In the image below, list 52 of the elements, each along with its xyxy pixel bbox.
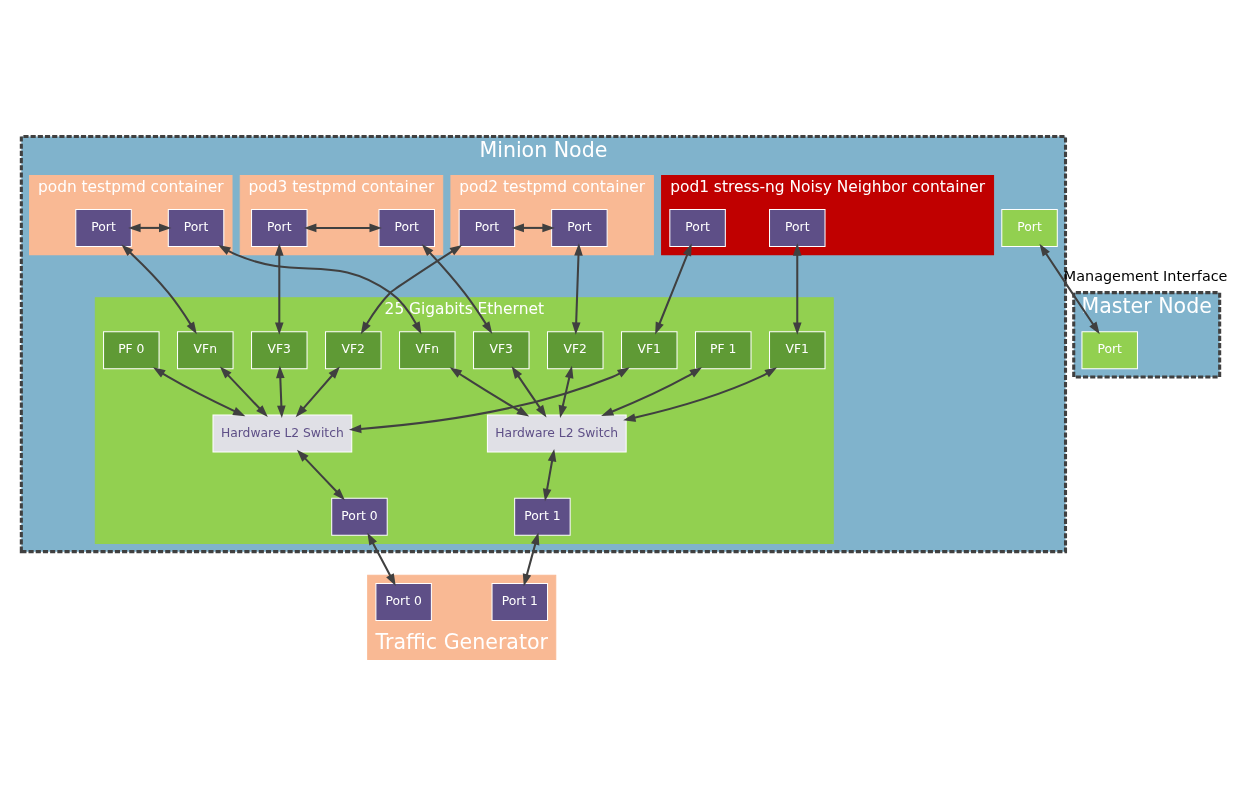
node-box: VFn [176,330,234,369]
arrow [127,223,171,232]
node-box: VF2 [324,330,382,369]
node-box: Port 0 [374,582,432,621]
node-box: Port [377,208,435,247]
node-box: Port [1000,208,1058,247]
arrow [1038,243,1100,334]
node-box: Port [550,208,608,247]
node-box: PF 1 [694,330,752,369]
node-box: Port 1 [513,497,571,536]
node-box: Port 1 [491,582,548,621]
arrow [511,223,555,232]
arrow [792,242,802,335]
arrow [366,532,396,586]
node-box: VF3 [250,330,308,369]
arrow [360,244,462,334]
arrow [275,365,286,418]
node-box: Port [250,208,308,247]
arrow [217,244,421,334]
arrow [522,531,539,586]
arrow [219,366,268,417]
arrow [622,366,777,422]
arrow [348,366,630,433]
arrow [152,366,245,416]
node-box: Port [668,208,726,247]
arrow [421,243,492,334]
node-box: VFn [398,330,456,369]
arrow [296,449,345,500]
node-box: Hardware L2 Switch [486,413,627,452]
arrow [120,243,197,334]
node-box: Port [768,208,826,247]
arrow [274,242,284,335]
node-box: Port [167,208,224,247]
node-box: Port [74,208,132,247]
arrow [511,365,547,417]
node-box: Hardware L2 Switch [212,413,352,452]
arrow [449,366,529,417]
arrow [295,366,340,417]
node-box: VF1 [620,330,678,369]
node-box: Port [458,208,515,247]
node-box: Port 0 [330,497,388,536]
arrow [303,223,382,232]
node-box: VF2 [546,330,604,369]
arrow [542,448,556,501]
arrow [558,365,573,418]
arrow [654,243,692,335]
node-box: VF1 [768,330,826,369]
node-box: PF 0 [102,330,160,369]
node-box: Port [1080,330,1138,369]
node-box: VF3 [472,330,530,369]
arrow [571,242,583,335]
arrow [600,366,702,416]
